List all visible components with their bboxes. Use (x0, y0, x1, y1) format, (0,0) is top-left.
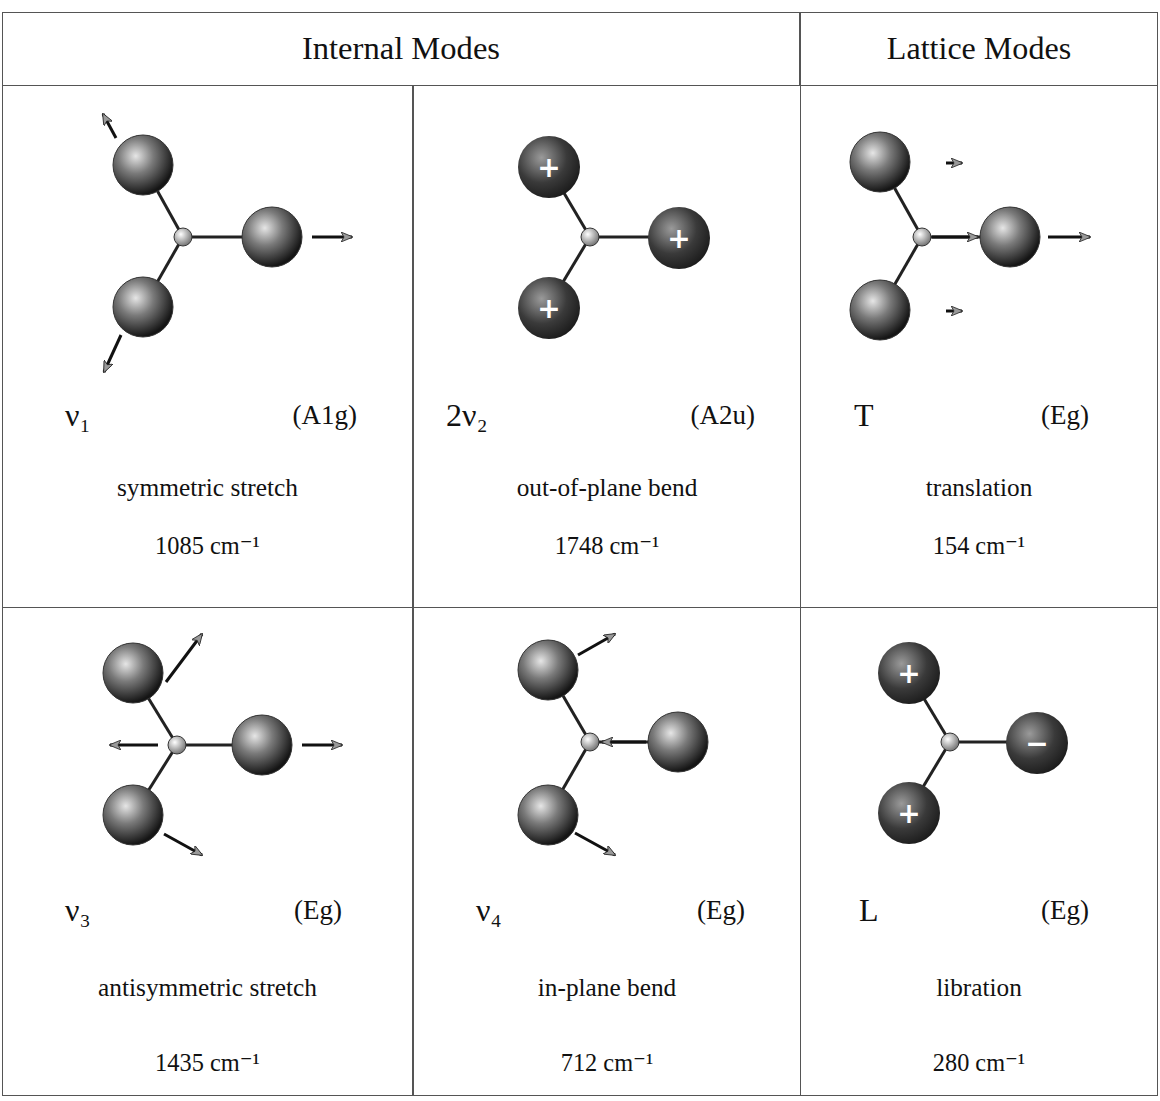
mode-cell: T (Eg) translation 154 cm⁻¹ (800, 85, 1158, 608)
mode-symbol: ν₁ (65, 398, 91, 433)
mode-symbol: ν₄ (476, 893, 502, 928)
mode-name: translation (801, 474, 1157, 502)
mode-name: antisymmetric stretch (3, 974, 412, 1002)
mode-cell: L (Eg) libration 280 cm⁻¹ + + − (800, 607, 1158, 1096)
phase-sign: + (878, 657, 940, 690)
header-text: Lattice Modes (801, 31, 1157, 66)
mode-name: out-of-plane bend (414, 474, 800, 502)
header-cell: Lattice Modes (800, 12, 1158, 86)
mode-cell: 2ν₂ (A2u) out-of-plane bend 1748 cm⁻¹ + + + (413, 85, 801, 608)
mode-symbol: 2ν₂ (446, 398, 488, 433)
mode-name: symmetric stretch (3, 474, 412, 502)
mode-symbol: L (859, 893, 879, 928)
symmetry-label: (Eg) (1041, 896, 1089, 926)
charged-atom: + (518, 277, 580, 339)
wavenumber: 280 cm⁻¹ (801, 1050, 1157, 1077)
charged-atom: + (648, 207, 710, 269)
charged-atom: + (878, 642, 940, 704)
wavenumber: 1748 cm⁻¹ (414, 533, 800, 560)
phase-sign: + (518, 151, 580, 184)
mode-name: in-plane bend (414, 974, 800, 1002)
mode-symbol: ν₃ (65, 893, 91, 928)
mode-symbol: T (854, 398, 874, 433)
mode-name: libration (801, 974, 1157, 1002)
mode-cell: ν₁ (A1g) symmetric stretch 1085 cm⁻¹ (2, 85, 413, 608)
charged-atom: + (878, 782, 940, 844)
mode-cell: ν₃ (Eg) antisymmetric stretch 1435 cm⁻¹ (2, 607, 413, 1096)
symmetry-label: (Eg) (1041, 401, 1089, 431)
phase-sign: + (648, 222, 710, 255)
header-cell: Internal Modes (2, 12, 800, 86)
phase-sign: − (1006, 727, 1068, 760)
symmetry-label: (A1g) (293, 401, 357, 431)
mode-cell: ν₄ (Eg) in-plane bend 712 cm⁻¹ (413, 607, 801, 1096)
charged-atom: + (518, 136, 580, 198)
symmetry-label: (Eg) (294, 896, 342, 926)
header-text: Internal Modes (3, 31, 799, 67)
phase-sign: + (518, 292, 580, 325)
wavenumber: 712 cm⁻¹ (414, 1050, 800, 1077)
symmetry-label: (A2u) (691, 401, 755, 431)
charged-atom: − (1006, 712, 1068, 774)
wavenumber: 1435 cm⁻¹ (3, 1050, 412, 1077)
phase-sign: + (878, 797, 940, 830)
symmetry-label: (Eg) (697, 896, 745, 926)
wavenumber: 154 cm⁻¹ (801, 533, 1157, 560)
wavenumber: 1085 cm⁻¹ (3, 533, 412, 560)
